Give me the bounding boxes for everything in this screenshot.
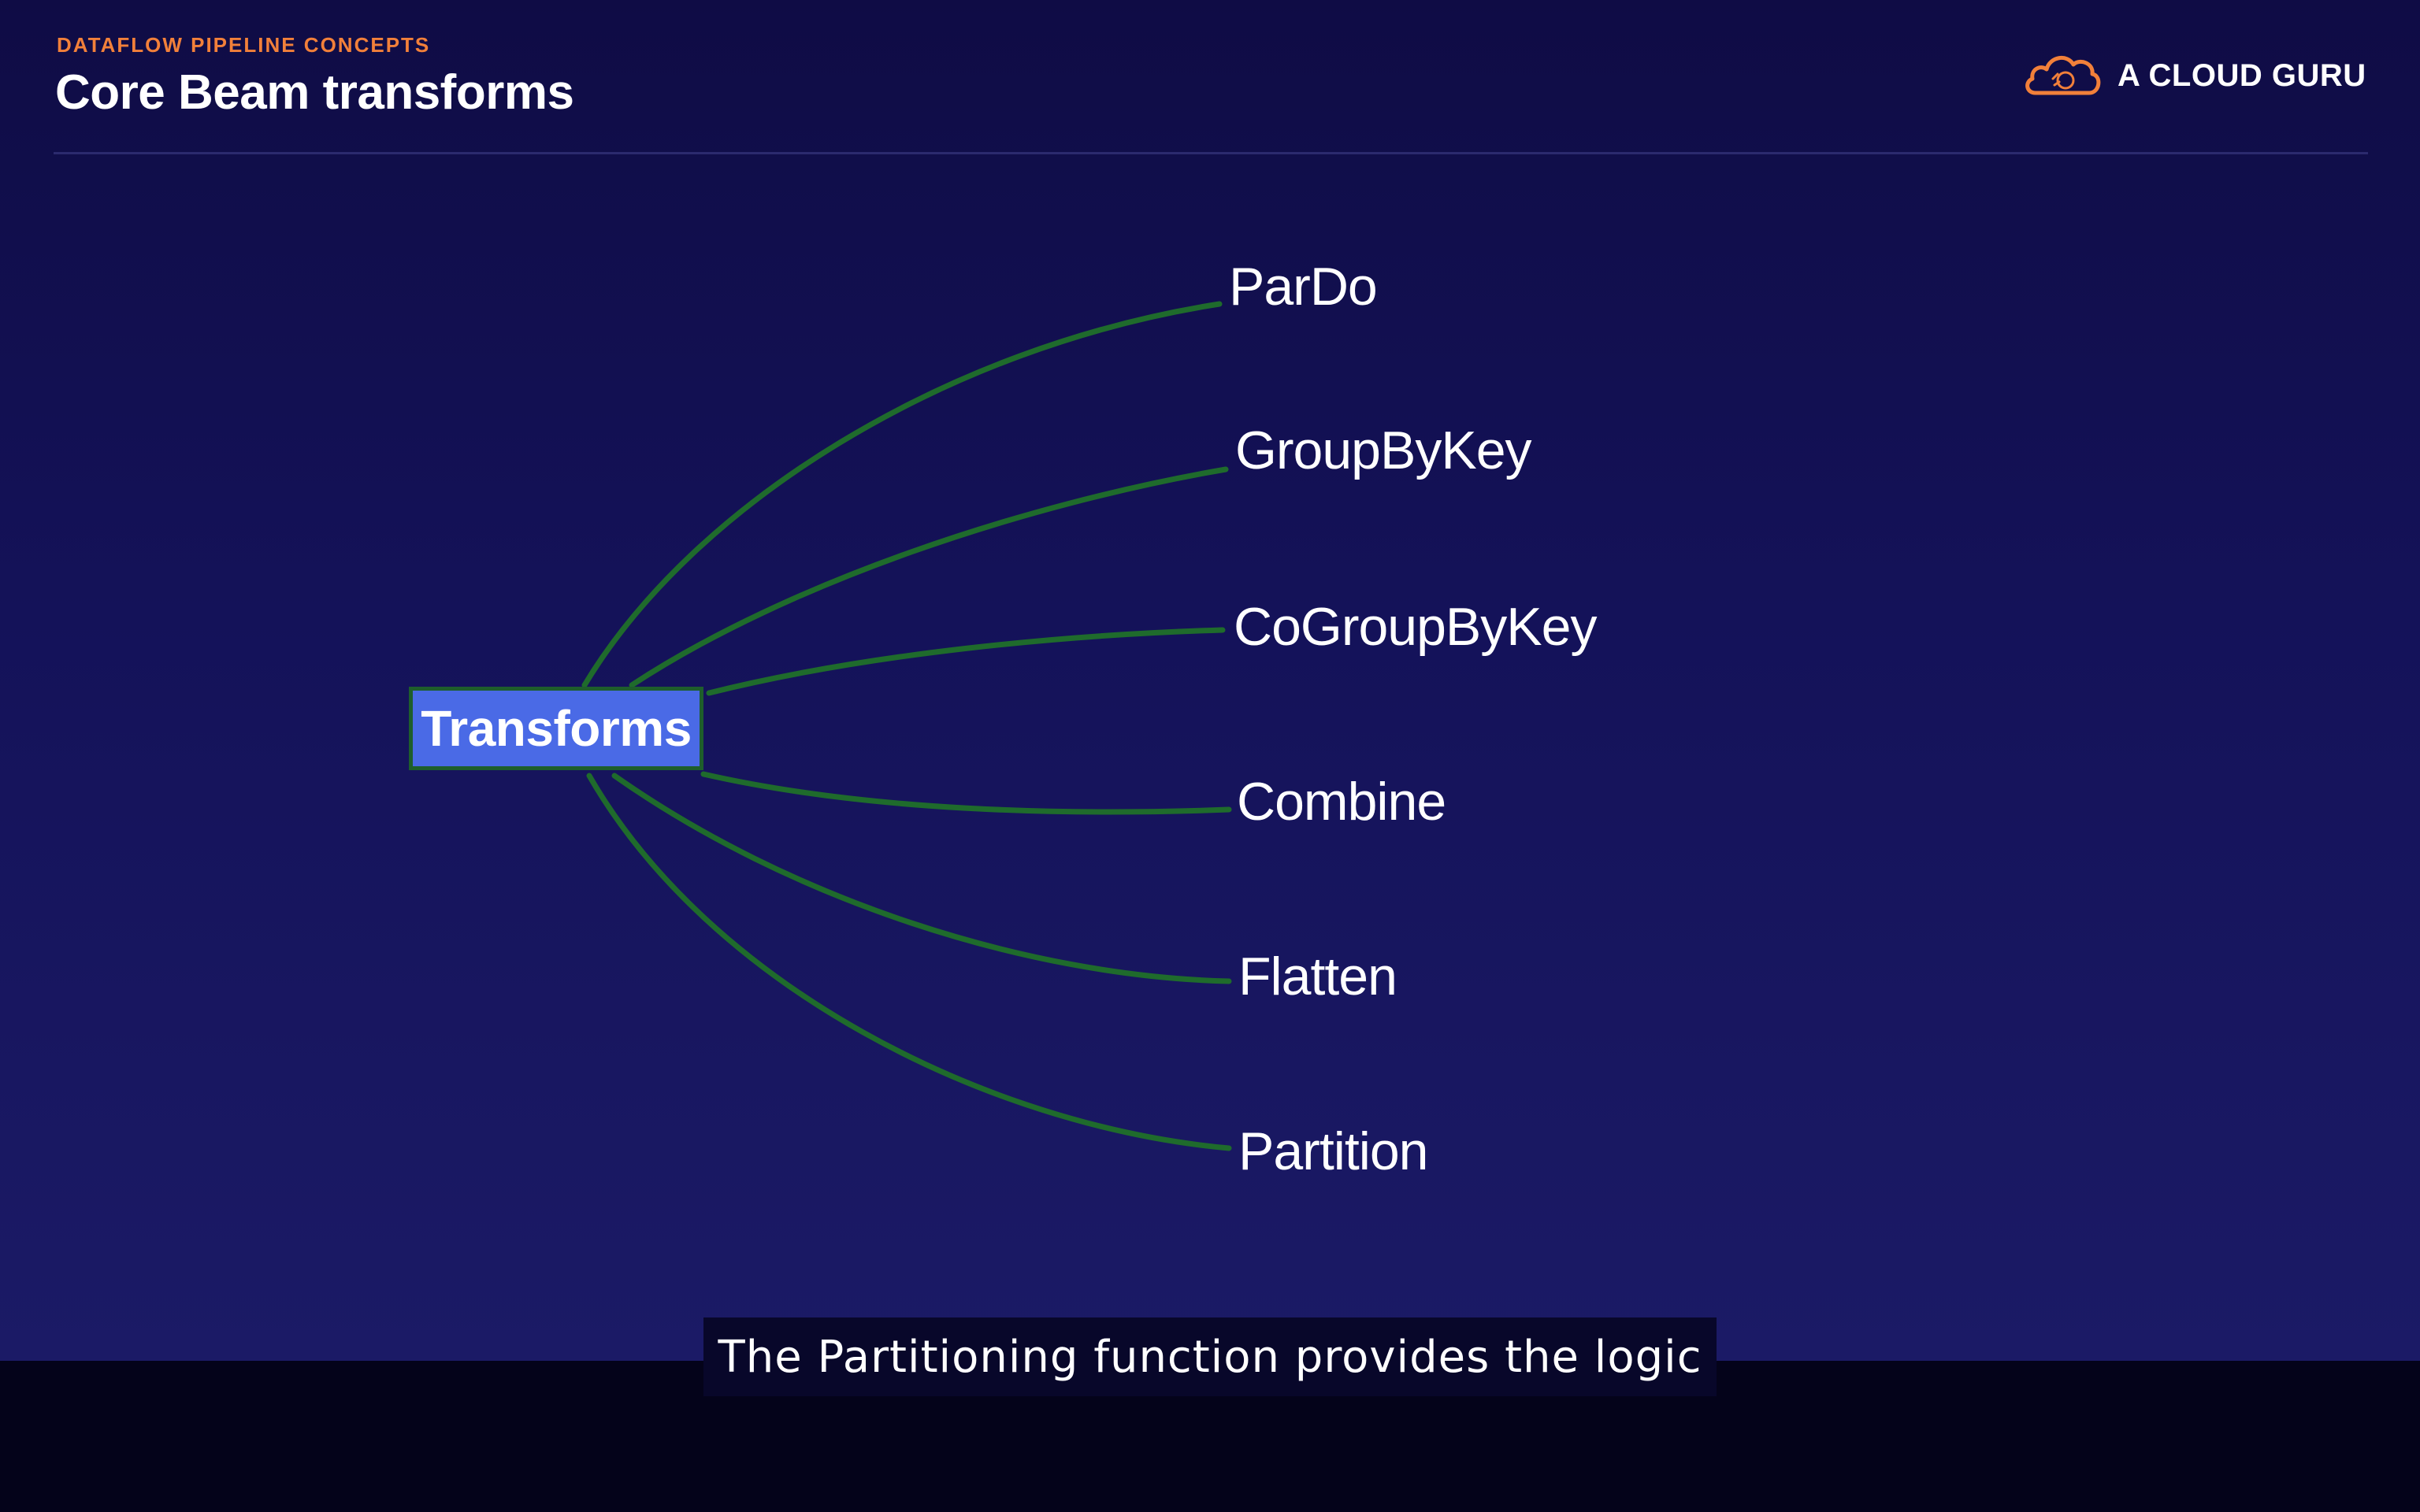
connector-cogroupbykey — [706, 627, 1226, 696]
root-label: Transforms — [421, 700, 692, 757]
branch-pardo: ParDo — [1229, 257, 1378, 317]
brand-logo: A CLOUD GURU — [2021, 47, 2366, 104]
connector-pardo — [581, 301, 1223, 688]
branch-groupbykey: GroupByKey — [1235, 421, 1532, 480]
cloud-icon — [2025, 56, 2101, 95]
brand-name: A CLOUD GURU — [2118, 57, 2366, 93]
connector-combine — [700, 771, 1232, 815]
slide: DATAFLOW PIPELINE CONCEPTS Core Beam tra… — [0, 0, 2420, 1361]
connector-flatten — [611, 773, 1232, 984]
header-divider — [54, 152, 2368, 154]
branch-flatten: Flatten — [1238, 947, 1397, 1006]
branch-cogroupbykey: CoGroupByKey — [1234, 597, 1597, 657]
page-title: Core Beam transforms — [55, 65, 574, 120]
subtitle-caption: The Partitioning function provides the l… — [703, 1317, 1717, 1396]
mind-map-connectors — [581, 301, 1232, 1151]
connector-partition — [586, 773, 1232, 1151]
caption-text: The Partitioning function provides the l… — [718, 1331, 1702, 1383]
section-eyebrow: DATAFLOW PIPELINE CONCEPTS — [57, 33, 431, 57]
transforms-root-node: Transforms — [409, 687, 703, 770]
connector-groupbykey — [629, 466, 1229, 688]
branch-combine: Combine — [1237, 772, 1446, 832]
branch-partition: Partition — [1238, 1121, 1428, 1181]
